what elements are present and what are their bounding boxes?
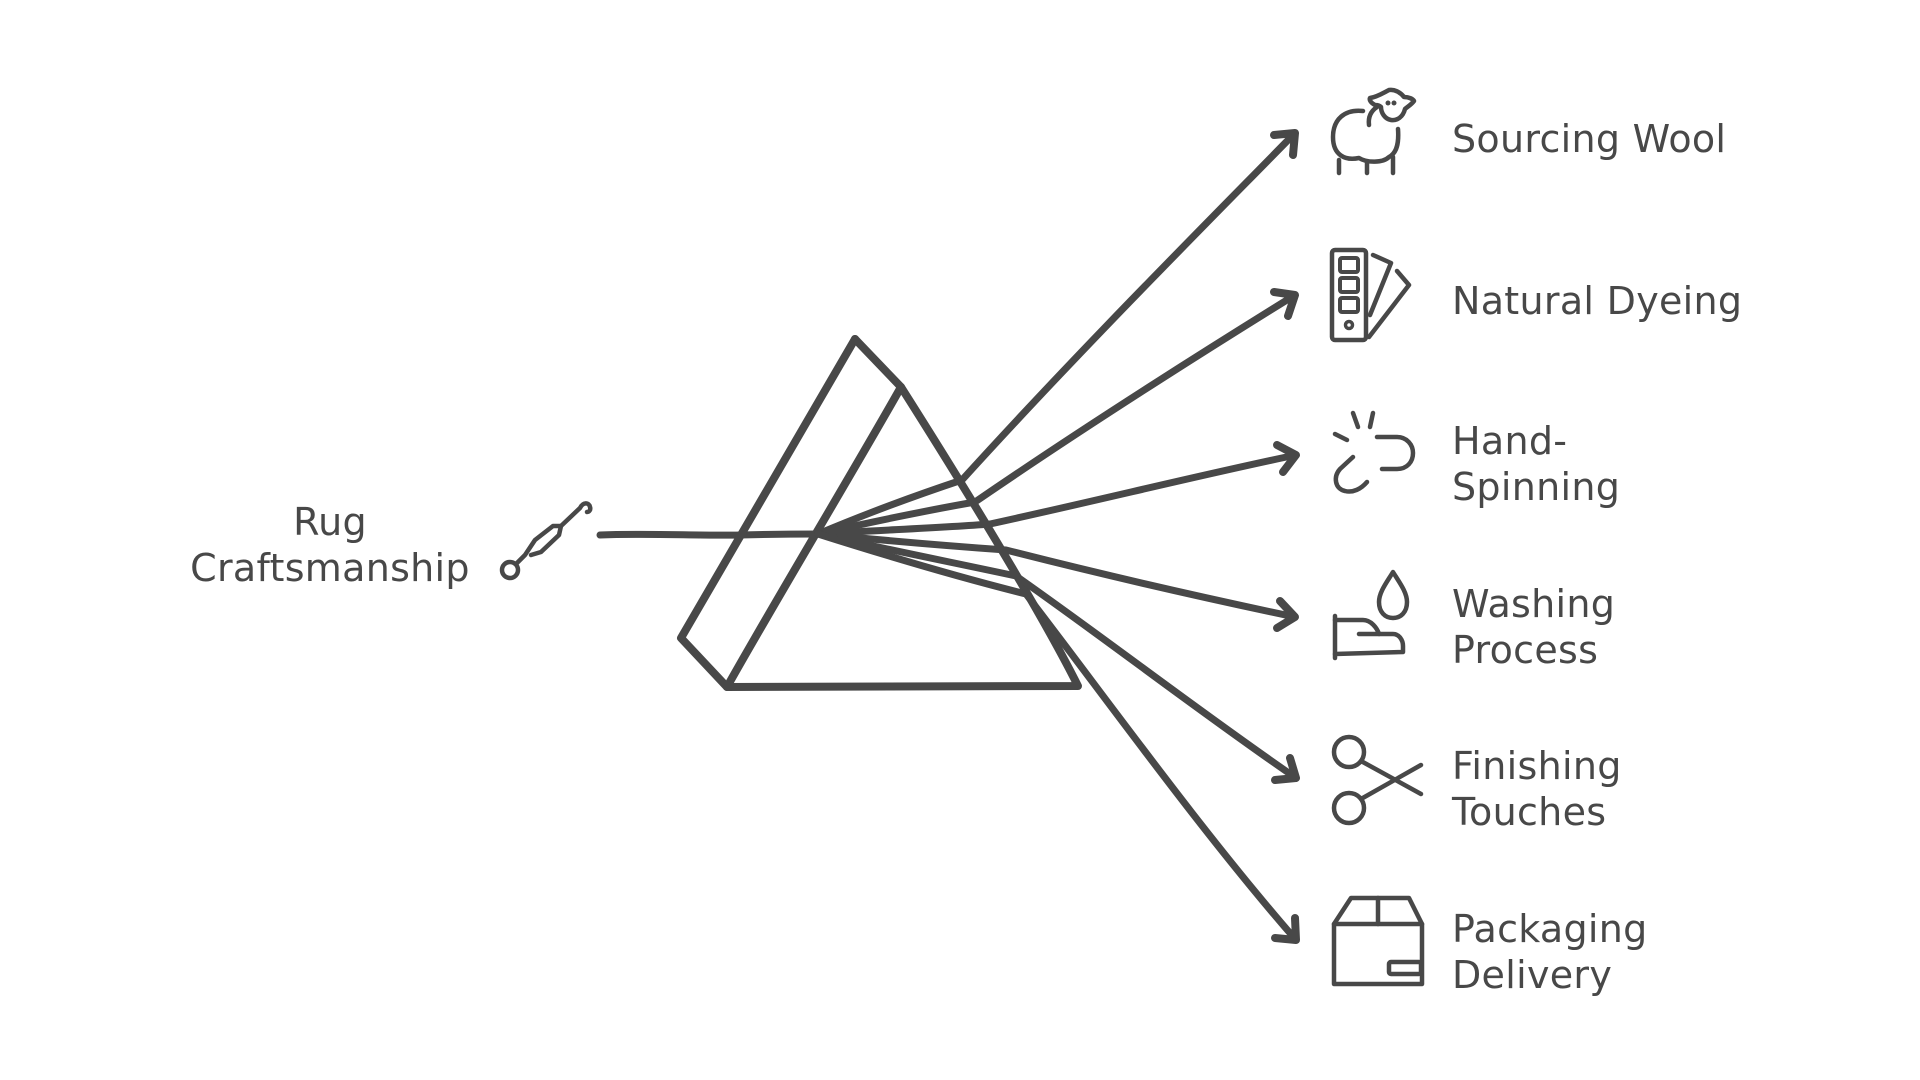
- box-icon: [1331, 895, 1425, 987]
- dispersion-arrows: [814, 129, 1300, 944]
- input-beam: [596, 530, 822, 539]
- source-label: Rug Craftsmanship: [190, 500, 470, 590]
- arrow-hand-spinning: [814, 451, 1300, 538]
- sheep-icon: [1330, 87, 1417, 176]
- output-label-finishing-touches: Finishing Touches: [1452, 744, 1622, 834]
- prism-icon: [677, 335, 1082, 691]
- iron-water-drop-icon: [1332, 569, 1410, 661]
- arrow-packaging-delivery: [814, 530, 1300, 944]
- output-label-natural-dyeing: Natural Dyeing: [1452, 279, 1743, 323]
- arrow-natural-dyeing: [814, 291, 1299, 538]
- arrow-washing-process: [814, 530, 1299, 621]
- output-label-packaging-delivery: Packaging Delivery: [1452, 907, 1648, 997]
- output-label-washing-process: Washing Process: [1452, 582, 1616, 672]
- broken-link-icon: [1332, 410, 1416, 494]
- arrow-sourcing-wool: [814, 129, 1299, 538]
- output-label-sourcing-wool: Sourcing Wool: [1452, 117, 1727, 161]
- output-label-hand-spinning: Hand- Spinning: [1452, 419, 1621, 509]
- crochet-hook-icon: [499, 501, 593, 581]
- arrow-finishing-touches: [814, 530, 1300, 782]
- scissors-icon: [1331, 734, 1424, 826]
- color-swatch-icon: [1329, 247, 1412, 343]
